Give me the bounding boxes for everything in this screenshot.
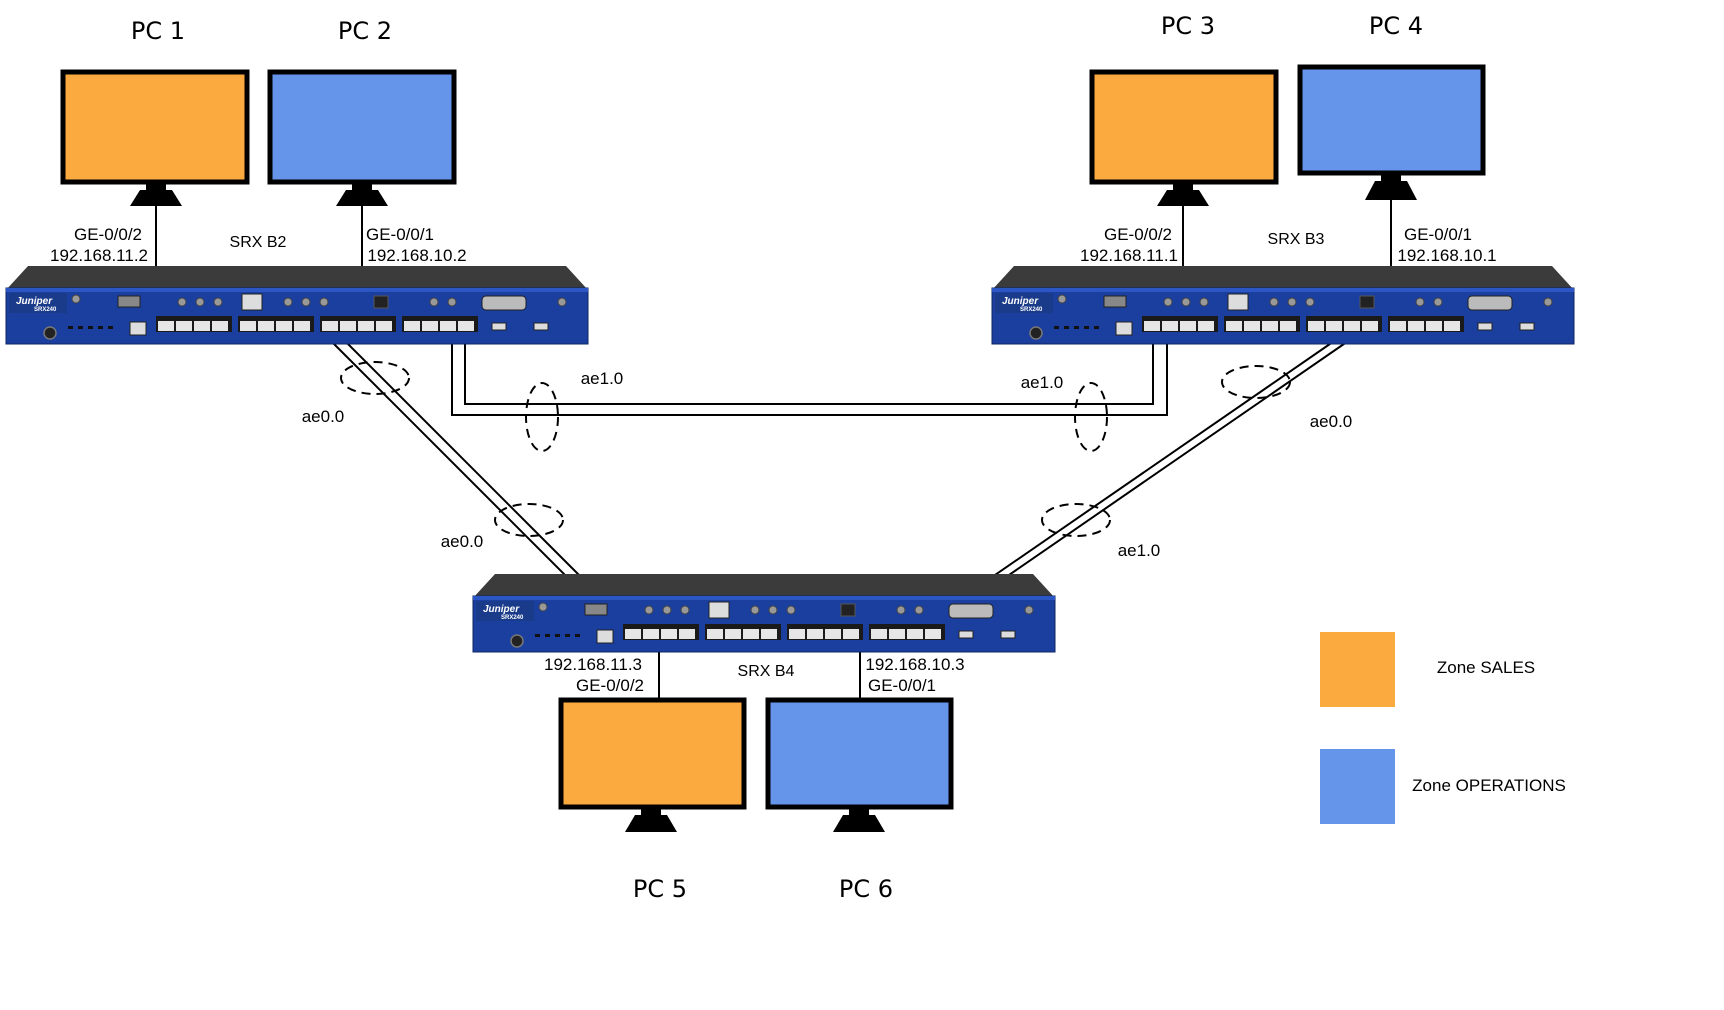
srx-b3-model: SRX240 [1020,307,1043,313]
pc2-screen [267,69,457,185]
lag-marker-b2-b4-top [340,361,410,395]
lag-marker-b3-b4-top [1221,365,1291,399]
link-b2-b4-label-b4: ae0.0 [441,532,484,551]
lag-marker-layer [340,361,1291,537]
srx-b3-device: Juniper SRX240 [991,265,1575,345]
srx-b2-brand: Juniper [16,296,53,307]
pc6-label: PC 6 [839,875,893,903]
legend: Zone SALES Zone OPERATIONS [1320,632,1566,824]
legend-operations-label: Zone OPERATIONS [1412,776,1566,795]
pc1-label: PC 1 [131,17,185,45]
srx-b3-name: SRX B3 [1268,231,1325,248]
pc1-monitor [60,69,250,206]
srx-b4-brand: Juniper [483,604,520,615]
pc4-monitor [1297,64,1486,200]
pc1-screen [60,69,250,185]
pc5-monitor [558,697,747,832]
srx-b3-brand: Juniper [1002,296,1039,307]
srx-b2-left-ip: 192.168.11.2 [50,246,148,265]
srx-b4-left-ip: 192.168.11.3 [544,655,642,674]
lag-marker-b2-b4-bottom [494,503,564,537]
srx-b3-right-ip: 192.168.10.1 [1397,246,1496,265]
srx-b3-left-iface: GE-0/0/2 [1104,225,1172,244]
srx-b4-right-ip: 192.168.10.3 [865,655,964,674]
lag-marker-b3-b4-bottom [1041,503,1111,537]
link-b2-b4-label-b2: ae0.0 [302,407,345,426]
pc6-monitor [765,697,954,832]
srx-b4-name: SRX B4 [738,663,795,680]
lag-marker-b2-b3-right [1074,382,1108,452]
lag-marker-b2-b3-left [525,382,559,452]
pc3-screen [1089,69,1279,185]
pc6-screen [765,697,954,810]
legend-sales-label: Zone SALES [1437,658,1535,677]
pc5-label: PC 5 [633,875,687,903]
pc2-label: PC 2 [338,17,392,45]
pc5-screen [558,697,747,810]
srx-b4-right-iface: GE-0/0/1 [868,676,936,695]
srx-b4-left-iface: GE-0/0/2 [576,676,644,695]
pc4-label: PC 4 [1369,12,1423,40]
pc2-monitor [267,69,457,206]
srx-b2-right-iface: GE-0/0/1 [366,225,434,244]
link-b3-b4-label-b4: ae1.0 [1118,541,1161,560]
srx-b3-left-ip: 192.168.11.1 [1080,246,1178,265]
cable-b2-b3-a [451,326,1168,416]
legend-operations-swatch [1320,749,1395,824]
srx-b2-device: Juniper SRX240 [5,265,589,345]
cable-b2-b3-b [464,326,1154,405]
pc4-screen [1297,64,1486,176]
srx-b4-device: Juniper SRX240 [472,573,1056,653]
srx-b2-left-iface: GE-0/0/2 [74,225,142,244]
pc3-label: PC 3 [1161,12,1215,40]
srx-b2-right-ip: 192.168.10.2 [367,246,466,265]
link-b2-b3-label-b2: ae1.0 [581,369,624,388]
pc3-monitor [1089,69,1279,206]
link-b2-b3-label-b3: ae1.0 [1021,373,1064,392]
srx-b2-model: SRX240 [34,307,57,313]
srx-b4-model: SRX240 [501,615,524,621]
srx-b3-right-iface: GE-0/0/1 [1404,225,1472,244]
srx-b2-name: SRX B2 [230,234,287,251]
link-b3-b4-label-b3: ae0.0 [1310,412,1353,431]
legend-sales-swatch [1320,632,1395,707]
